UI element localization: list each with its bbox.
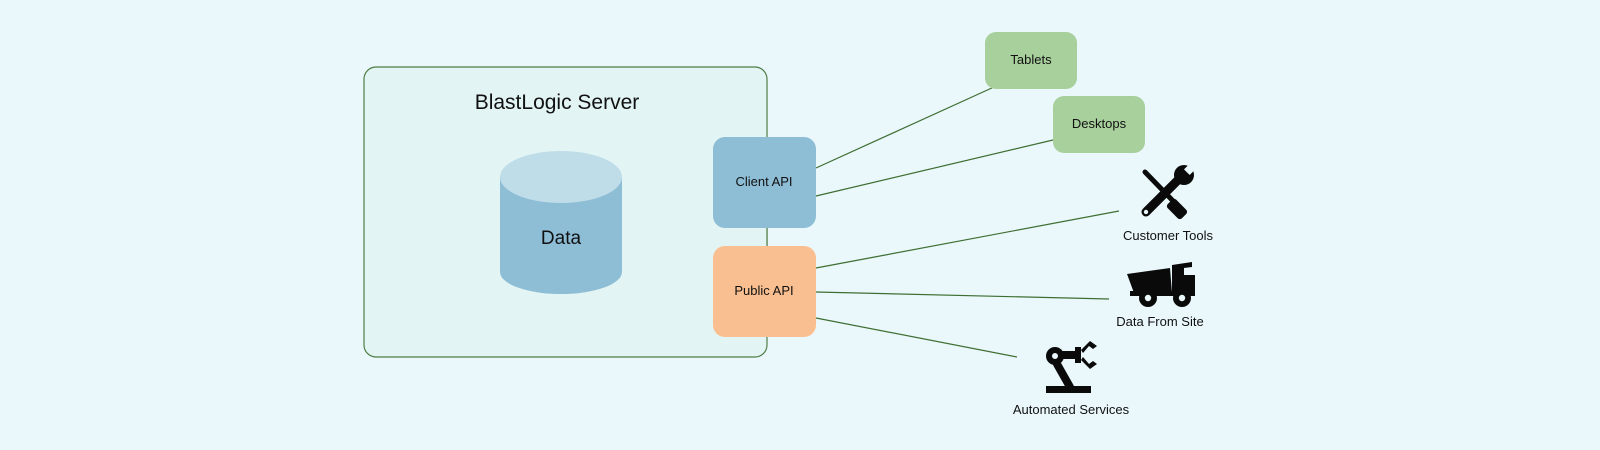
public-api-label: Public API <box>734 283 793 298</box>
connector-public-api-data-from-site <box>815 291 1110 300</box>
server-title: BlastLogic Server <box>475 91 640 114</box>
tablets-label: Tablets <box>1010 52 1052 67</box>
client-api-box: Client API <box>713 137 816 228</box>
connector-client-api-tablets <box>815 86 995 169</box>
customer-tools-label: Customer Tools <box>1123 228 1214 243</box>
desktops-label: Desktops <box>1072 116 1127 131</box>
data-from-site-label: Data From Site <box>1116 314 1203 329</box>
dump-truck-icon <box>1127 262 1195 307</box>
database-cylinder: Data <box>500 151 622 294</box>
database-top <box>500 151 622 203</box>
connector-public-api-automated-services <box>815 317 1018 358</box>
public-api-box: Public API <box>713 246 816 337</box>
tablets-box: Tablets <box>985 32 1077 89</box>
desktops-box: Desktops <box>1053 96 1145 153</box>
tools-icon <box>1141 162 1197 220</box>
automated-services-label: Automated Services <box>1013 402 1130 417</box>
connector-public-api-customer-tools <box>815 210 1120 269</box>
connector-client-api-desktops <box>815 139 1054 197</box>
database-body <box>500 177 622 294</box>
database-label: Data <box>541 228 582 249</box>
client-api-label: Client API <box>735 174 792 189</box>
robot-arm-icon <box>1046 341 1097 393</box>
